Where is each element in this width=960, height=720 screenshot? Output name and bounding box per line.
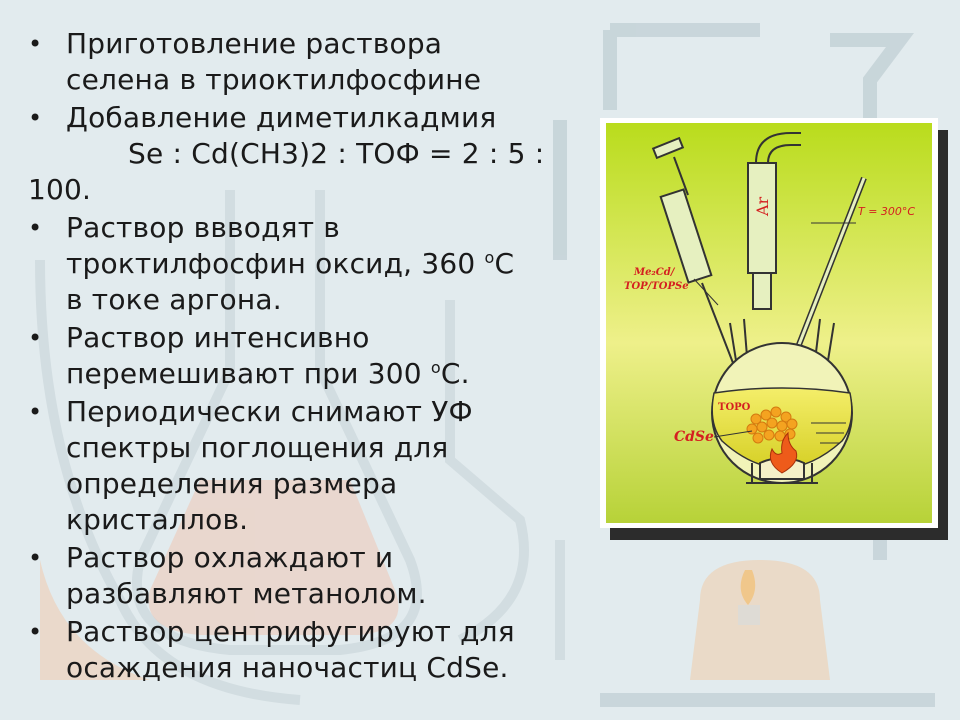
bullet-item: Раствор охлаждают и разбавляют метанолом… <box>28 540 608 612</box>
bullet-line: Раствор интенсивно <box>66 321 370 354</box>
temperature-unit: С <box>494 247 515 280</box>
bullet-item: Добавление диметилкадмия Se : Cd(CH3)2 :… <box>28 100 608 208</box>
ratio-formula: Se : Cd(CH3)2 : ТОФ = 2 : 5 : <box>128 137 545 170</box>
bullet-line-with-temperature: перемешивают при 300 oС. <box>66 356 608 392</box>
cdse-nanoparticles <box>746 406 798 444</box>
slide-text: Приготовление раствора селена в триоктил… <box>28 26 608 688</box>
cdse-label: CdSe <box>674 429 714 445</box>
synthesis-apparatus-figure: Ar T = 300°C Me₂Cd/ TOP/TOPSe TOPO <box>600 118 938 528</box>
bullet-line: Добавление диметилкадмия <box>66 101 497 134</box>
bullet-line: Приготовление раствора <box>66 27 443 60</box>
bullet-line: в токе аргона. <box>66 283 282 316</box>
flame-icon <box>769 431 798 474</box>
temperature-label: T = 300°C <box>858 205 915 218</box>
synthesis-apparatus-diagram: Ar T = 300°C Me₂Cd/ TOP/TOPSe TOPO <box>606 123 932 523</box>
bullet-text: перемешивают при 300 <box>66 357 431 390</box>
bullet-line: разбавляют метанолом. <box>66 577 427 610</box>
bullet-text: троктилфосфин оксид, 360 <box>66 247 476 280</box>
bullet-line: Раствор охлаждают и <box>66 541 394 574</box>
argon-inlet <box>747 132 801 310</box>
bullet-item: Приготовление раствора селена в триоктил… <box>28 26 608 98</box>
bullet-item: Периодически снимают УФ спектры поглощен… <box>28 394 608 538</box>
bullet-list: Приготовление раствора селена в триоктил… <box>28 26 608 686</box>
bullet-item: Раствор центрифугируют для осаждения нан… <box>28 614 608 686</box>
bullet-line: осаждения наночастиц CdSe. <box>66 651 509 684</box>
bullet-line: спектры поглощения для <box>66 431 449 464</box>
bullet-line: определения размера <box>66 467 398 500</box>
reagent-label-line-2: TOP/TOPSe <box>624 281 689 292</box>
argon-label: Ar <box>753 196 772 217</box>
bullet-item: Раствор интенсивно перемешивают при 300 … <box>28 320 608 392</box>
degree-sign: o <box>430 358 441 377</box>
bullet-line: Раствор центрифугируют для <box>66 615 515 648</box>
bullet-item: Раствор ввводят в троктилфосфин оксид, 3… <box>28 210 608 318</box>
degree-sign: o <box>484 248 495 267</box>
bullet-line: Раствор ввводят в <box>66 211 341 244</box>
temperature-unit: С. <box>440 357 470 390</box>
bullet-line: кристаллов. <box>66 503 249 536</box>
ratio-formula-continued: 100. <box>28 173 92 206</box>
bullet-line-with-temperature: троктилфосфин оксид, 360 oС <box>66 246 608 282</box>
topo-label: TOPO <box>718 402 751 413</box>
reagent-label-line-1: Me₂Cd/ <box>633 267 676 278</box>
bullet-line: Периодически снимают УФ <box>66 395 473 428</box>
bullet-line: селена в триоктилфосфине <box>66 63 482 96</box>
